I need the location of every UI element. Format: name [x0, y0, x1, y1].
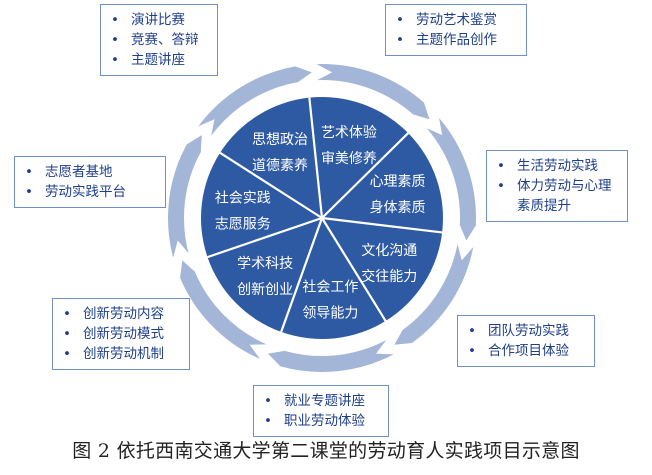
- callout-box-social-work: 就业专题讲座 职业劳动体验: [253, 385, 389, 437]
- callout-item: 创新劳动模式: [61, 324, 179, 344]
- callout-item: 团队劳动实践: [466, 321, 584, 341]
- segment-label-art: 审美修养: [321, 151, 377, 167]
- callout-item: 创新劳动内容: [61, 304, 179, 324]
- divider-line: [308, 97, 324, 219]
- ring-arrow-practice: [168, 135, 202, 258]
- callout-item: 劳动艺术鉴赏: [394, 10, 516, 30]
- callout-item: 志愿者基地: [23, 162, 155, 182]
- wedge-culture: [322, 218, 443, 321]
- wedge-practice: [201, 152, 322, 258]
- segment-label-social-work: 领导能力: [302, 305, 358, 321]
- segment-label-psych: 心理素质: [370, 174, 426, 190]
- segment-label-academic: 学术科技: [237, 256, 293, 272]
- divider-line: [321, 132, 409, 219]
- segment-label-culture: 交往能力: [361, 268, 417, 285]
- callout-item: 竞赛、答辩: [109, 30, 207, 50]
- callout-item: 体力劳动与心理素质提升: [495, 176, 617, 216]
- wedge-academic: [207, 218, 322, 332]
- callout-box-academic: 创新劳动内容 创新劳动模式 创新劳动机制: [52, 298, 190, 370]
- wheel-dividers: [207, 97, 443, 333]
- callout-item: 合作项目体验: [466, 341, 584, 361]
- ring-arrow-social-work: [267, 340, 394, 372]
- ring-arrow-ideology: [198, 66, 312, 136]
- segment-label-art: 艺术体验: [321, 125, 377, 141]
- segment-label-culture: 文化沟通: [361, 243, 417, 259]
- ring-arrow-academic: [180, 260, 267, 359]
- wedge-social-work: [281, 218, 386, 339]
- divider-line: [280, 217, 324, 333]
- callout-item: 职业劳动体验: [262, 411, 378, 431]
- callout-item: 主题作品创作: [394, 30, 516, 50]
- segment-label-practice: 社会实践: [215, 190, 271, 206]
- callout-item: 演讲比赛: [109, 10, 207, 30]
- divider-line: [321, 217, 387, 322]
- segment-label-ideology: 道德素养: [252, 158, 308, 174]
- segment-label-social-work: 社会工作: [302, 279, 358, 295]
- callout-box-practice: 志愿者基地 劳动实践平台: [14, 156, 166, 208]
- callout-box-art: 劳动艺术鉴赏 主题作品创作: [385, 4, 527, 56]
- callout-box-psych: 生活劳动实践 体力劳动与心理素质提升: [486, 150, 628, 222]
- segment-label-psych: 身体素质: [370, 200, 426, 216]
- callout-box-ideology: 演讲比赛 竞赛、答辩 主题讲座: [100, 4, 218, 76]
- center-wheel: [201, 97, 443, 339]
- divider-line: [321, 216, 443, 234]
- outer-ring: [168, 63, 476, 372]
- callout-item: 主题讲座: [109, 50, 207, 70]
- segment-label-ideology: 思想政治: [252, 132, 308, 148]
- wedge-art: [309, 97, 409, 218]
- divider-line: [219, 151, 323, 219]
- callout-box-culture: 团队劳动实践 合作项目体验: [457, 315, 595, 367]
- callout-item: 就业专题讲座: [262, 391, 378, 411]
- segment-label-academic: 创新创业: [237, 282, 293, 298]
- figure-caption: 图 2 依托西南交通大学第二课堂的劳动育人实践项目示意图: [72, 440, 580, 462]
- callout-item: 生活劳动实践: [495, 156, 617, 176]
- ring-arrow-psych: [426, 117, 476, 241]
- ring-arrow-art: [316, 63, 430, 120]
- wedge-ideology: [220, 97, 322, 218]
- callout-item: 劳动实践平台: [23, 182, 155, 202]
- wedge-psych: [322, 133, 443, 233]
- callout-item: 创新劳动机制: [61, 344, 179, 364]
- segment-label-practice: 志愿服务: [215, 216, 271, 232]
- divider-line: [207, 216, 323, 259]
- ring-arrow-culture: [394, 243, 474, 345]
